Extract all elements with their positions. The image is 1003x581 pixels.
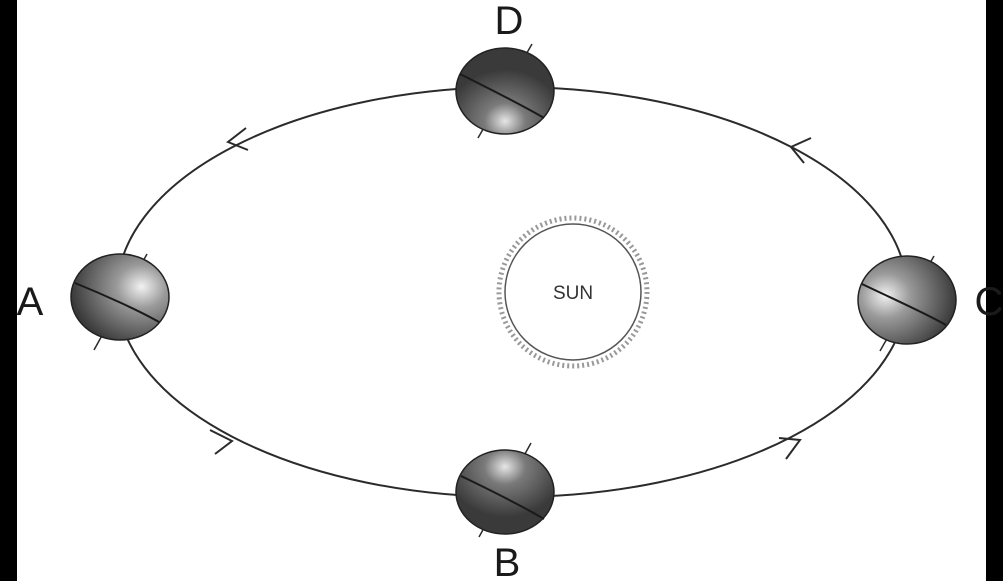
- orbit-arrow-bottom-left: [209, 429, 234, 455]
- label-d: D: [495, 0, 524, 43]
- earth-equator-b: [460, 475, 545, 520]
- label-b: B: [494, 541, 521, 581]
- earth-globe-d: [455, 47, 555, 135]
- orbit-arrow-top-right: [789, 137, 812, 164]
- earth-equator-c: [861, 283, 947, 326]
- earth-globe-c: [857, 255, 957, 345]
- sun-label: SUN: [553, 283, 593, 304]
- earth-globe-b: [455, 449, 555, 535]
- sun-disc: [504, 223, 642, 361]
- earth-equator-a: [74, 282, 160, 323]
- sun: SUN: [496, 215, 650, 369]
- earth-position-b: [455, 442, 555, 538]
- orbit-arrow-top-left: [226, 127, 249, 151]
- label-c: C: [975, 280, 1003, 324]
- label-a: A: [17, 280, 44, 324]
- sun-corona: [496, 215, 650, 369]
- earth-position-c: [857, 255, 957, 352]
- earth-equator-d: [459, 73, 545, 119]
- earth-globe-a: [70, 253, 170, 341]
- earth-position-a: [70, 253, 170, 351]
- earth-position-d: [455, 43, 555, 139]
- orbit-arrow-bottom-right: [778, 437, 802, 460]
